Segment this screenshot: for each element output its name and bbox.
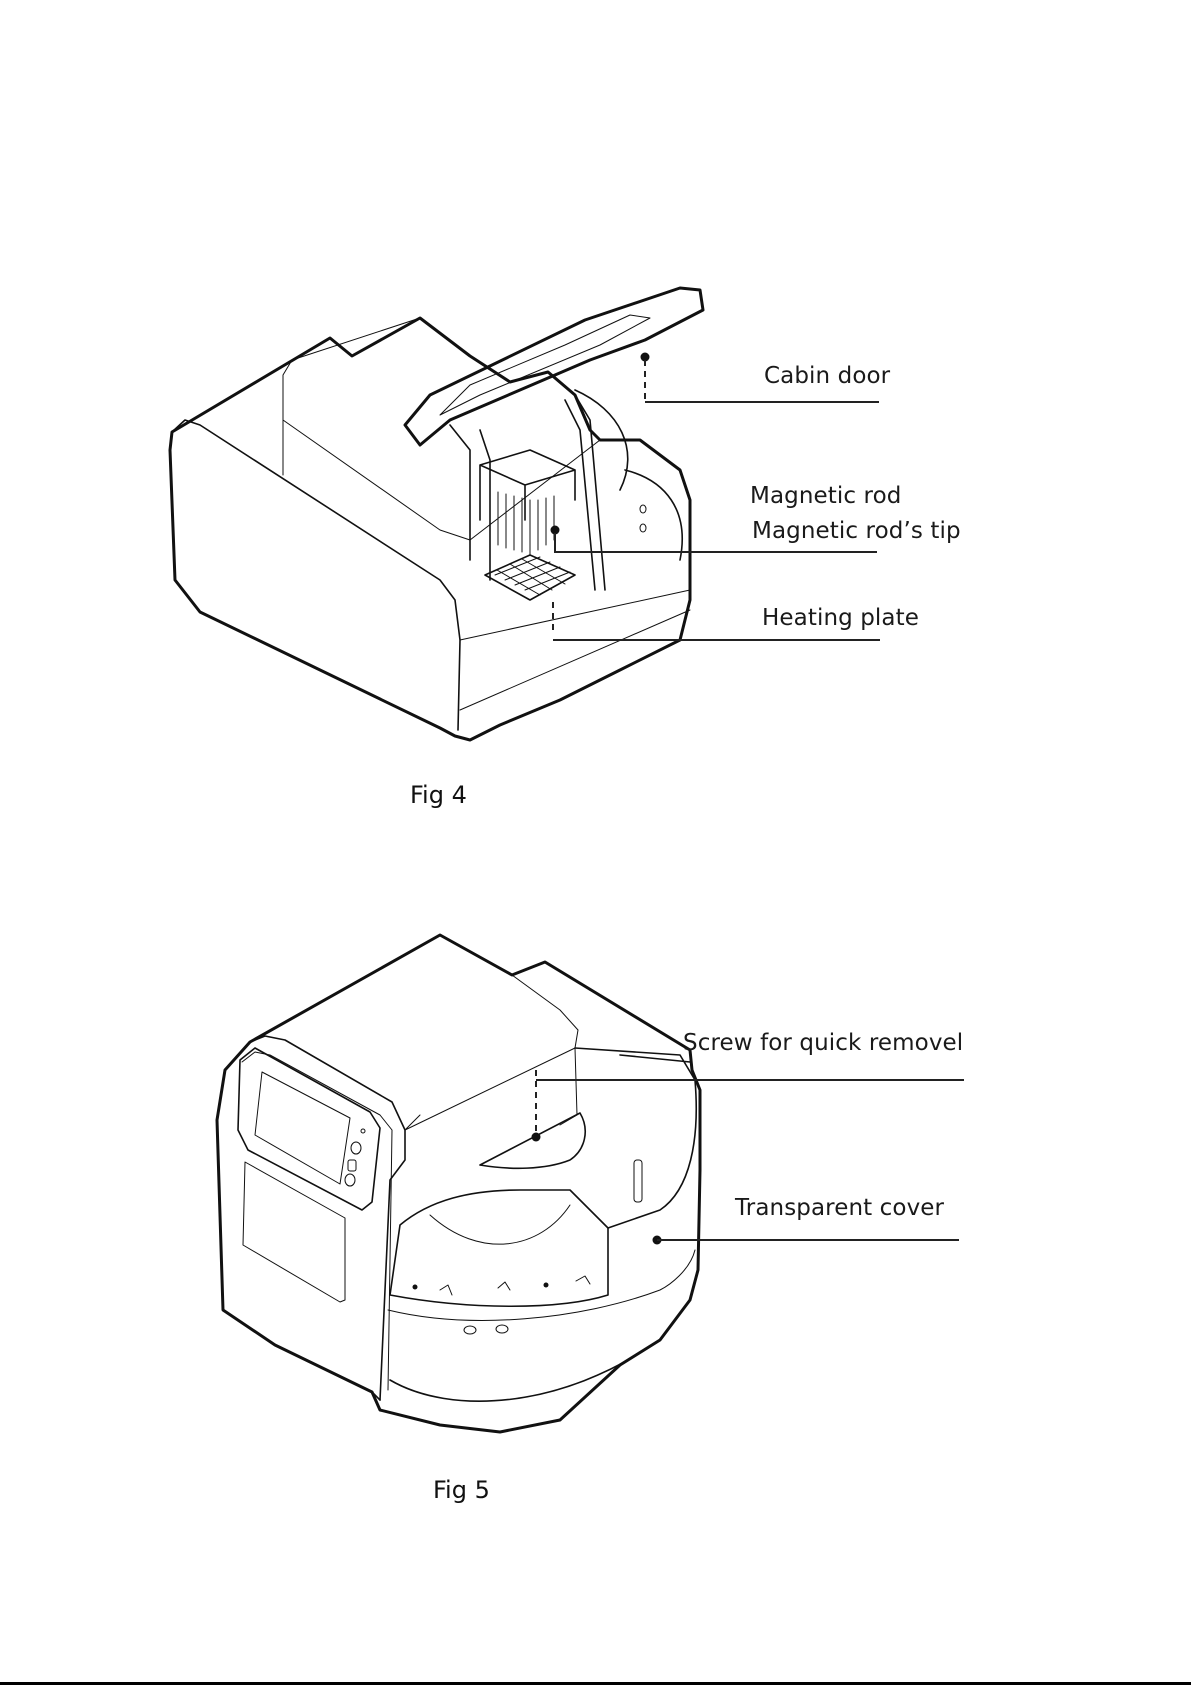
fig4-base-line: [459, 589, 691, 711]
fig5-touch-screen-bezel: [237, 1047, 381, 1211]
fig4-magnetic-head: [479, 449, 576, 521]
callout-transparent-cover: Transparent cover: [735, 1195, 945, 1221]
fig4-leader-lines: [550, 352, 880, 641]
fig5-screw-lid: [479, 1112, 586, 1170]
callout-magnetic-rod: Magnetic rod: [750, 483, 902, 509]
fig5-carousel-slots: [412, 1275, 591, 1335]
page-bottom-rule: [0, 1682, 1191, 1685]
fig5-front-panel-inner: [241, 1051, 393, 1391]
fig4-magnetic-rods: [489, 489, 555, 556]
fig5-touch-screen: [254, 1071, 351, 1185]
cabin-door-leader-dot: [640, 352, 650, 362]
figure-4: Cabin door Magnetic rod Magnetic rod’s t…: [0, 0, 1191, 820]
fig5-carousel-ring: [429, 1204, 571, 1245]
fig5-indicator-light: [360, 1128, 366, 1134]
rod-tip-leader-line: [554, 533, 877, 553]
fig5-base: [371, 1339, 661, 1403]
fig5-button: [344, 1173, 356, 1187]
fig4-side-hole: [639, 523, 647, 533]
fig5-side-window: [633, 1159, 643, 1203]
figure-5-caption: Fig 5: [433, 1476, 490, 1504]
fig4-lid-arm-right: [564, 394, 606, 591]
callout-heating-plate: Heating plate: [762, 605, 919, 631]
fig4-rotor-arc: [574, 389, 683, 561]
fig5-button: [350, 1141, 362, 1155]
fig5-lower-front-panel: [242, 1161, 346, 1303]
fig4-cabin-door-lid: [403, 286, 705, 447]
fig4-tube-rack: [484, 554, 576, 601]
fig5-button: [347, 1159, 357, 1172]
fig5-carousel-rim: [387, 1249, 696, 1321]
fig4-lid-window: [439, 314, 651, 416]
fig5-front-panel: [249, 1035, 406, 1401]
fig4-instrument-drawing: [168, 286, 705, 742]
rod-tip-leader-dot: [550, 525, 560, 535]
fig4-top-block: [282, 317, 601, 541]
fig4-side-hole: [639, 504, 647, 514]
callout-magnetic-rod-tip: Magnetic rod’s tip: [752, 518, 961, 544]
fig4-housing-outline: [168, 316, 692, 742]
fig5-carousel-opening: [389, 1189, 609, 1307]
callout-cabin-door: Cabin door: [764, 363, 891, 389]
screw-leader-dot: [531, 1132, 541, 1142]
callout-screw-for-quick-removel: Screw for quick removel: [683, 1030, 964, 1056]
figure-4-caption: Fig 4: [410, 781, 467, 809]
